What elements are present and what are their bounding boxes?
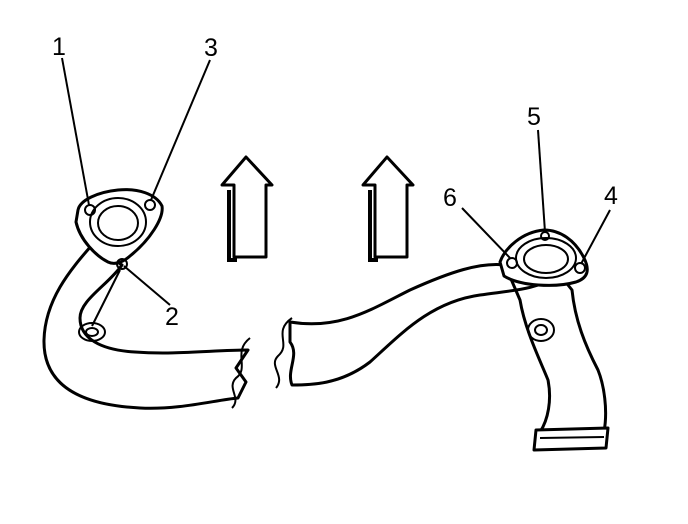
leader-line-5 xyxy=(537,129,546,233)
callout-6: 6 xyxy=(443,184,457,212)
left-flange-bore-inner xyxy=(97,205,139,241)
left-flange-bore xyxy=(89,197,147,247)
left-pipe-body xyxy=(42,243,250,410)
leader-line-4 xyxy=(580,209,611,265)
right-pipe-outlet xyxy=(532,426,610,452)
right-flange-bore-inner xyxy=(523,244,569,274)
right-pipe-body xyxy=(288,263,608,434)
left-pipe-boss-hole xyxy=(85,327,99,337)
left-flange-hole-1 xyxy=(84,204,96,216)
callout-2: 2 xyxy=(165,303,179,331)
callout-4: 4 xyxy=(604,182,618,210)
right-flange-bore xyxy=(515,237,577,279)
right-flange-hole-6 xyxy=(506,257,518,269)
left-pipe-boss xyxy=(78,322,106,342)
left-pipe-section xyxy=(42,188,251,410)
leader-line-1 xyxy=(61,57,90,206)
callout-1: 1 xyxy=(52,33,66,61)
left-pipe-break-line xyxy=(231,337,251,409)
callout-5: 5 xyxy=(527,103,541,131)
up-arrow-icon xyxy=(220,155,274,262)
leader-line-3 xyxy=(150,59,211,201)
right-pipe-boss xyxy=(527,318,555,342)
left-flange-hole-3 xyxy=(144,199,156,211)
up-arrow-icon xyxy=(361,155,415,262)
right-pipe-break-line xyxy=(273,317,293,389)
leader-line-2-extension xyxy=(91,269,121,327)
leader-line-2 xyxy=(123,265,171,306)
left-flange-hole-2 xyxy=(116,258,128,270)
right-flange-hole-4 xyxy=(574,262,586,274)
leader-line-6 xyxy=(461,207,511,259)
right-pipe-section xyxy=(273,228,610,452)
right-pipe-boss-hole xyxy=(534,324,548,336)
right-pipe-outlet-line xyxy=(539,436,605,439)
callout-3: 3 xyxy=(204,34,218,62)
